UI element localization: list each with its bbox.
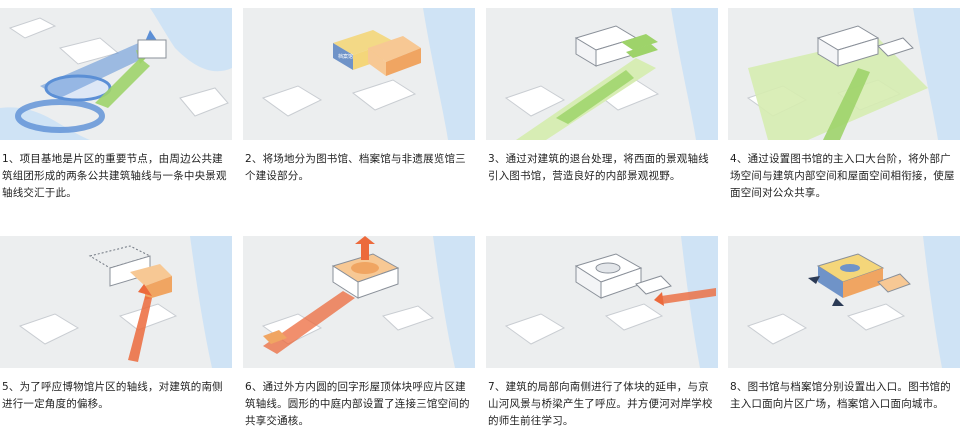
panel-4: 4、通过设置图书馆的主入口大台阶，将外部广场空间与建筑内部空间和屋面空间相衔接，… [728,8,960,202]
panel-8-caption: 8、图书馆与档案馆分别设置出入口。图书馆的主入口面向片区广场，档案馆入口面向城市… [730,381,951,410]
panel-1-caption: 1、项目基地是片区的重要节点，由周边公共建筑组团形成的两条公共建筑轴线与一条中央… [2,153,227,199]
panel-4-illustration [728,8,960,140]
panel-1-illustration [0,8,232,140]
panel-7-illustration [486,236,718,368]
panel-5-illustration [0,236,232,368]
panel-6-illustration [243,236,475,368]
panel-5: 5、为了呼应博物馆片区的轴线，对建筑的南侧进行一定角度的偏移。 [0,236,232,413]
panel-7-caption: 7、建筑的局部向南侧进行了体块的延申，与京山河风景与桥梁产生了呼应。并方便河对岸… [488,381,713,427]
panel-2-illustration: 档案馆 [243,8,475,140]
panel-2-caption: 2、将场地分为图书馆、档案馆与非遗展览馆三个建设部分。 [245,153,466,182]
panel-3-caption: 3、通过对建筑的退台处理，将西面的景观轴线引入图书馆，营造良好的内部景观视野。 [488,153,709,182]
panel-5-caption: 5、为了呼应博物馆片区的轴线，对建筑的南侧进行一定角度的偏移。 [2,381,223,410]
panel-4-caption: 4、通过设置图书馆的主入口大台阶，将外部广场空间与建筑内部空间和屋面空间相衔接，… [730,153,955,199]
panel-8: 8、图书馆与档案馆分别设置出入口。图书馆的主入口面向片区广场，档案馆入口面向城市… [728,236,960,413]
panel-1: 1、项目基地是片区的重要节点，由周边公共建筑组团形成的两条公共建筑轴线与一条中央… [0,8,232,202]
panel-8-illustration [728,236,960,368]
panel-6-caption: 6、通过外方内圆的回字形屋顶体块呼应片区建筑轴线。圆形的中庭内部设置了连接三馆空… [245,381,470,427]
panel-6: 6、通过外方内圆的回字形屋顶体块呼应片区建筑轴线。圆形的中庭内部设置了连接三馆空… [243,236,475,430]
panel-3-illustration [486,8,718,140]
panel-3: 3、通过对建筑的退台处理，将西面的景观轴线引入图书馆，营造良好的内部景观视野。 [486,8,718,185]
svg-text:档案馆: 档案馆 [338,53,353,60]
panel-2: 档案馆 2、将场地分为图书馆、档案馆与非遗展览馆三个建设部分。 [243,8,475,185]
panel-7: 7、建筑的局部向南侧进行了体块的延申，与京山河风景与桥梁产生了呼应。并方便河对岸… [486,236,718,430]
